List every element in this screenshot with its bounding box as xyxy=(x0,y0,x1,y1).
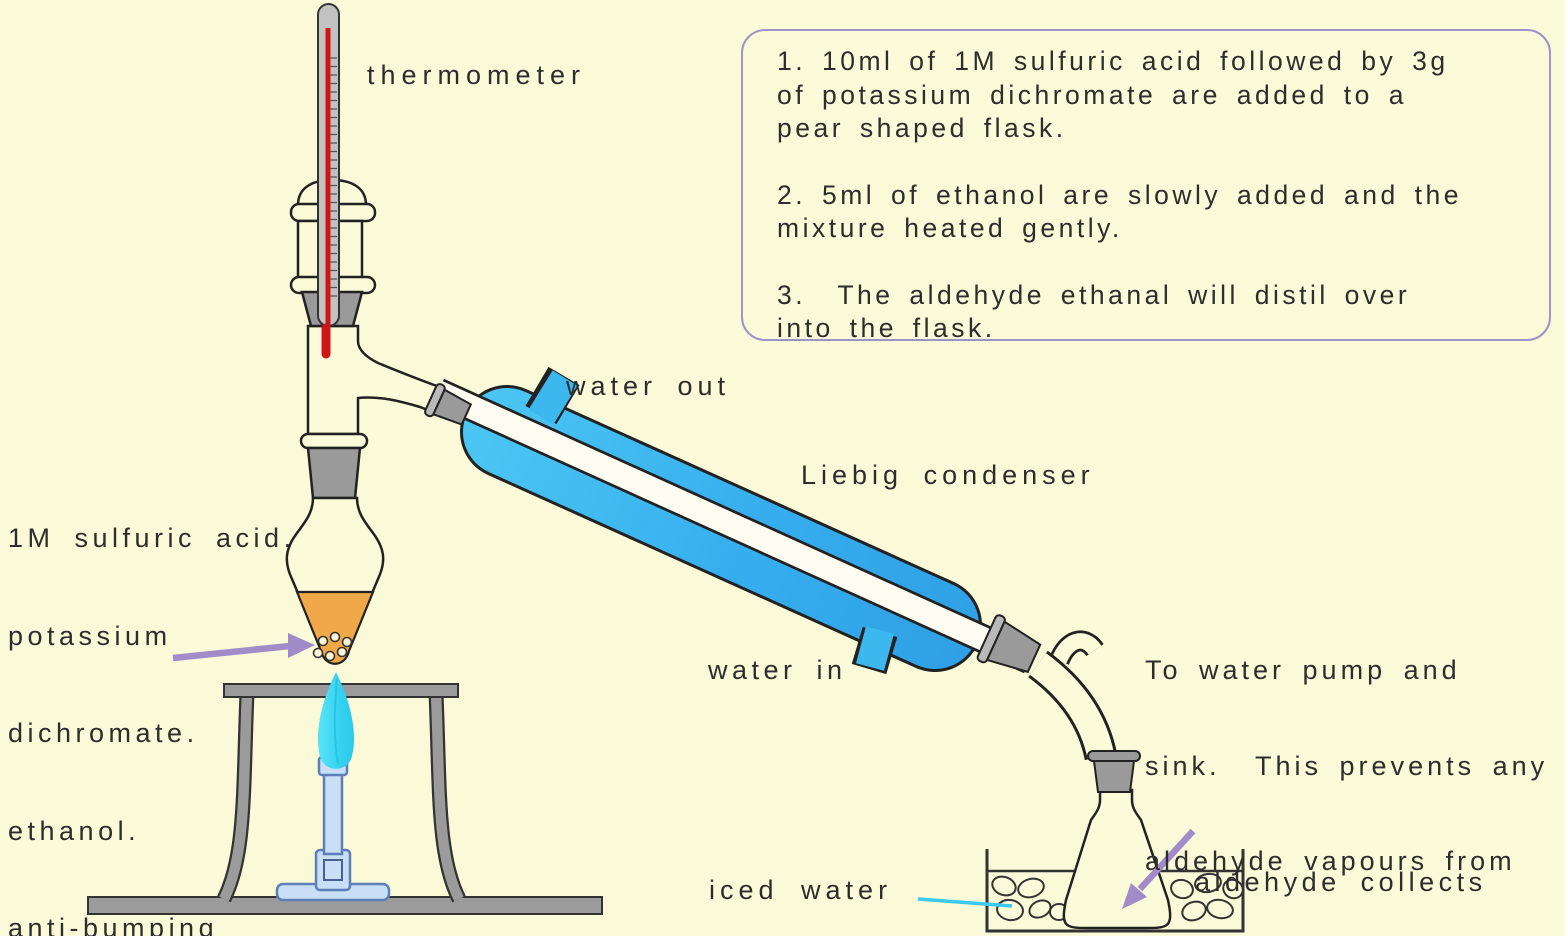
flame xyxy=(317,672,355,769)
delivery-tube xyxy=(1029,653,1115,761)
instruction-step-1: 1. 10ml of 1M sulfuric acid followed by … xyxy=(777,46,1449,143)
instruction-step-3: 3. The aldehyde ethanal will distil over… xyxy=(777,279,1411,344)
iced-water-pointer-line xyxy=(917,897,1013,908)
collection-flask xyxy=(1062,750,1172,930)
pump-note-label: To water pump and sink. This prevents an… xyxy=(1145,655,1549,876)
aldehyde-collects-label: aldehyde collects here xyxy=(1195,867,1487,897)
condenser-inlet-joint xyxy=(424,383,473,426)
bunsen-burner xyxy=(275,672,391,902)
thermometer xyxy=(317,3,340,359)
water-out-label: water out xyxy=(566,371,731,401)
ice-cubes xyxy=(991,872,1244,922)
reaction-mixture-liquid xyxy=(295,590,375,665)
flask-joint-cone xyxy=(306,446,362,500)
reagents-label: 1M sulfuric acid. potassium dichromate. … xyxy=(8,523,296,936)
water-in-nozzle xyxy=(856,626,894,671)
water-out-nozzle xyxy=(528,370,578,425)
receiver-adapter xyxy=(1028,630,1118,761)
thermometer-label: thermometer xyxy=(367,60,587,90)
tripod-stand xyxy=(217,683,466,903)
water-in-label: water in xyxy=(708,655,847,685)
burner-valve-block xyxy=(314,848,352,892)
liebig-condenser-label: Liebig condenser xyxy=(801,460,1095,490)
iced-water-label: iced water xyxy=(709,875,893,905)
flask-stopper-flange xyxy=(1087,750,1141,762)
flask-joint-flange xyxy=(299,432,369,450)
pump-branch-tube xyxy=(1051,633,1102,665)
burner-valve xyxy=(323,859,343,881)
condenser-outlet-joint xyxy=(976,614,1042,674)
burner-stem xyxy=(322,772,344,856)
aldehyde-arrow xyxy=(1122,828,1196,909)
conical-flask xyxy=(1062,788,1172,930)
anti-bumping-granules xyxy=(312,631,353,662)
condenser-inner-tube xyxy=(433,381,1035,671)
liebig-condenser xyxy=(432,366,1036,675)
instruction-step-2: 2. 5ml of ethanol are slowly added and t… xyxy=(777,179,1462,244)
pear-shaped-flask xyxy=(285,496,385,665)
granules-arrow xyxy=(172,633,315,662)
instructions-box: 1. 10ml of 1M sulfuric acid followed by … xyxy=(741,29,1551,343)
thermometer-scale xyxy=(330,57,337,297)
flask-stopper xyxy=(1092,760,1136,793)
